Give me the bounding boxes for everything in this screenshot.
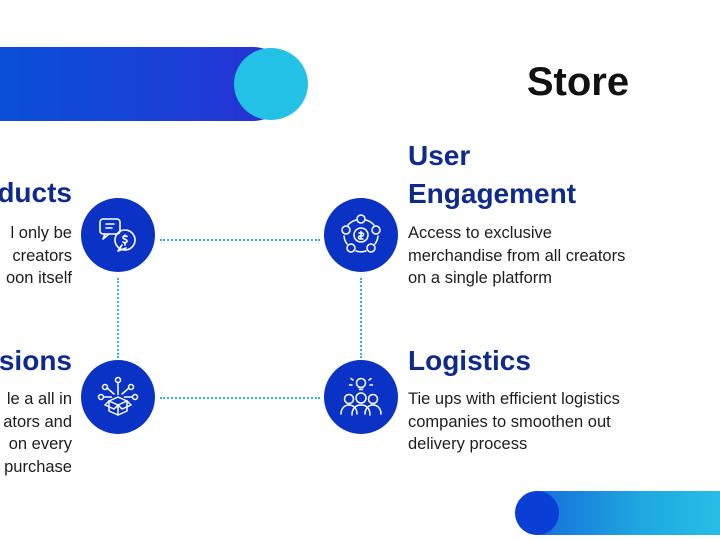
commissions-heading: sions [0, 345, 72, 376]
logistics-description: Tie ups with efficient logistics compani… [408, 390, 620, 453]
user-engagement-heading-line2: Engagement [408, 178, 577, 209]
connector-top [160, 239, 320, 241]
user-engagement-heading-line1: User [408, 140, 471, 171]
coins-cycle-icon [324, 198, 398, 272]
logistics-heading: Logistics [408, 345, 531, 376]
connector-bottom [160, 397, 320, 399]
products-description: l only be creators oon itself [5, 224, 72, 287]
connector-right [360, 278, 362, 358]
user-engagement-description: Access to exclusive merchandise from all… [408, 224, 626, 287]
products-heading: ducts [0, 177, 72, 208]
slide-title: Store [526, 60, 630, 104]
connector-left [117, 278, 119, 358]
bottom-decorative-circle [515, 491, 559, 535]
commissions-description: le a all in ators and on every purchase [3, 390, 72, 476]
top-decorative-circle [234, 48, 308, 120]
chat-coin-icon [81, 198, 155, 272]
box-network-icon [81, 360, 155, 434]
team-idea-icon [324, 360, 398, 434]
